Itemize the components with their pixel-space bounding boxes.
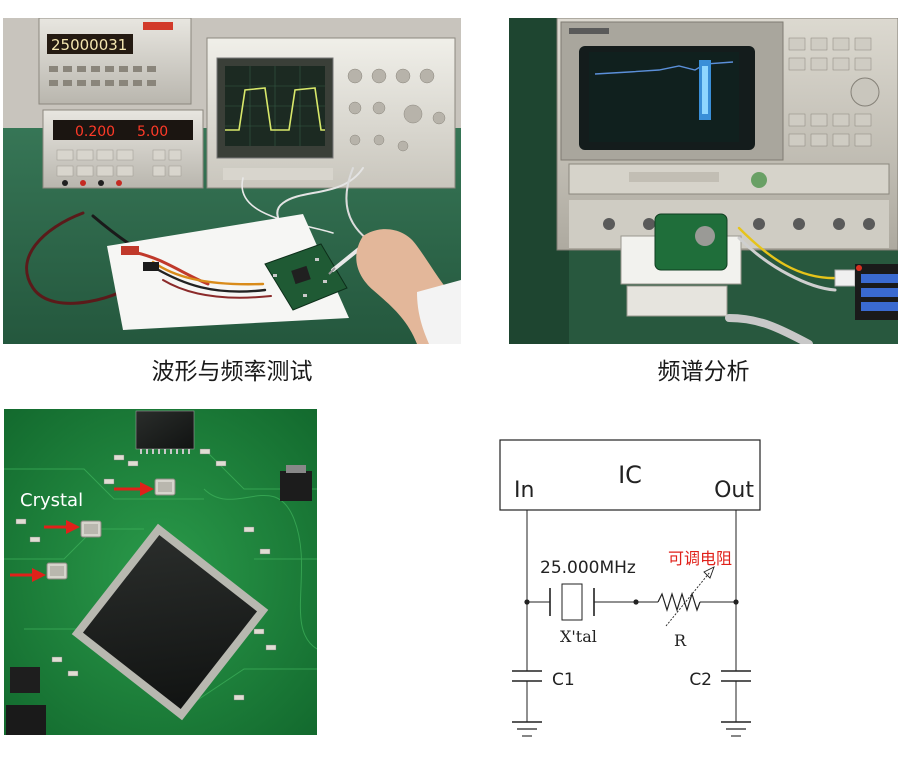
arrow-icon: [10, 568, 46, 582]
out-pin-label: Out: [714, 478, 754, 503]
c2-label: C2: [689, 670, 712, 690]
supply-readout-2: 5.00: [137, 124, 168, 140]
frequency-counter: 25000031: [38, 18, 192, 105]
board-under-test: [264, 243, 348, 311]
waveform-test-scene: 25000031 0.200 5.00: [3, 18, 461, 344]
counter-readout: 25000031: [51, 36, 127, 54]
ic-label: IC: [618, 461, 642, 489]
crystal-component: [154, 478, 176, 496]
capacitor-c1-symbol: [512, 662, 542, 722]
main-ic: [71, 523, 269, 721]
test-fixture: [620, 213, 742, 317]
power-supply: 0.200 5.00: [42, 109, 204, 189]
crystal-label: X'tal: [560, 627, 597, 646]
ground-icon: [721, 721, 751, 737]
oscilloscope: [206, 37, 456, 189]
crystal-symbol: [549, 583, 595, 621]
frequency-label: 25.000MHz: [540, 558, 636, 578]
resistor-label: R: [674, 631, 687, 650]
spectrum-analysis-photo: [509, 18, 898, 344]
spectrum-analysis-scene: [509, 18, 898, 344]
hand-with-probe: [328, 229, 461, 344]
ground-icon: [512, 721, 542, 737]
in-pin-label: In: [514, 478, 534, 503]
c1-label: C1: [552, 670, 575, 690]
pcb-crystal-photo: Crystal: [4, 409, 317, 735]
crystal-component: [46, 562, 68, 580]
crystal-schematic: IC In Out 25.000MHz X'tal R 可调电阻: [490, 420, 790, 755]
variable-resistor-symbol: [657, 566, 715, 627]
spectrum-analysis-caption: 频谱分析: [657, 359, 750, 385]
supply-readout-1: 0.200: [75, 124, 115, 140]
battery-pack: [855, 264, 898, 320]
schematic-drawing: IC In Out 25.000MHz X'tal R 可调电阻: [499, 439, 761, 737]
adjustable-resistor-label: 可调电阻: [668, 549, 732, 568]
waveform-test-caption: 波形与频率测试: [151, 359, 313, 385]
spectrum-analyzer: [556, 18, 898, 251]
pcb-scene: Crystal: [4, 409, 317, 735]
ic-block: [499, 439, 761, 511]
crystal-component: [80, 520, 102, 538]
waveform-test-photo: 25000031 0.200 5.00: [3, 18, 461, 344]
arrow-icon: [44, 520, 80, 534]
arrow-icon: [114, 482, 154, 496]
crystal-label: Crystal: [20, 490, 83, 511]
small-ic: [135, 410, 195, 454]
capacitor-c2-symbol: [721, 662, 751, 722]
